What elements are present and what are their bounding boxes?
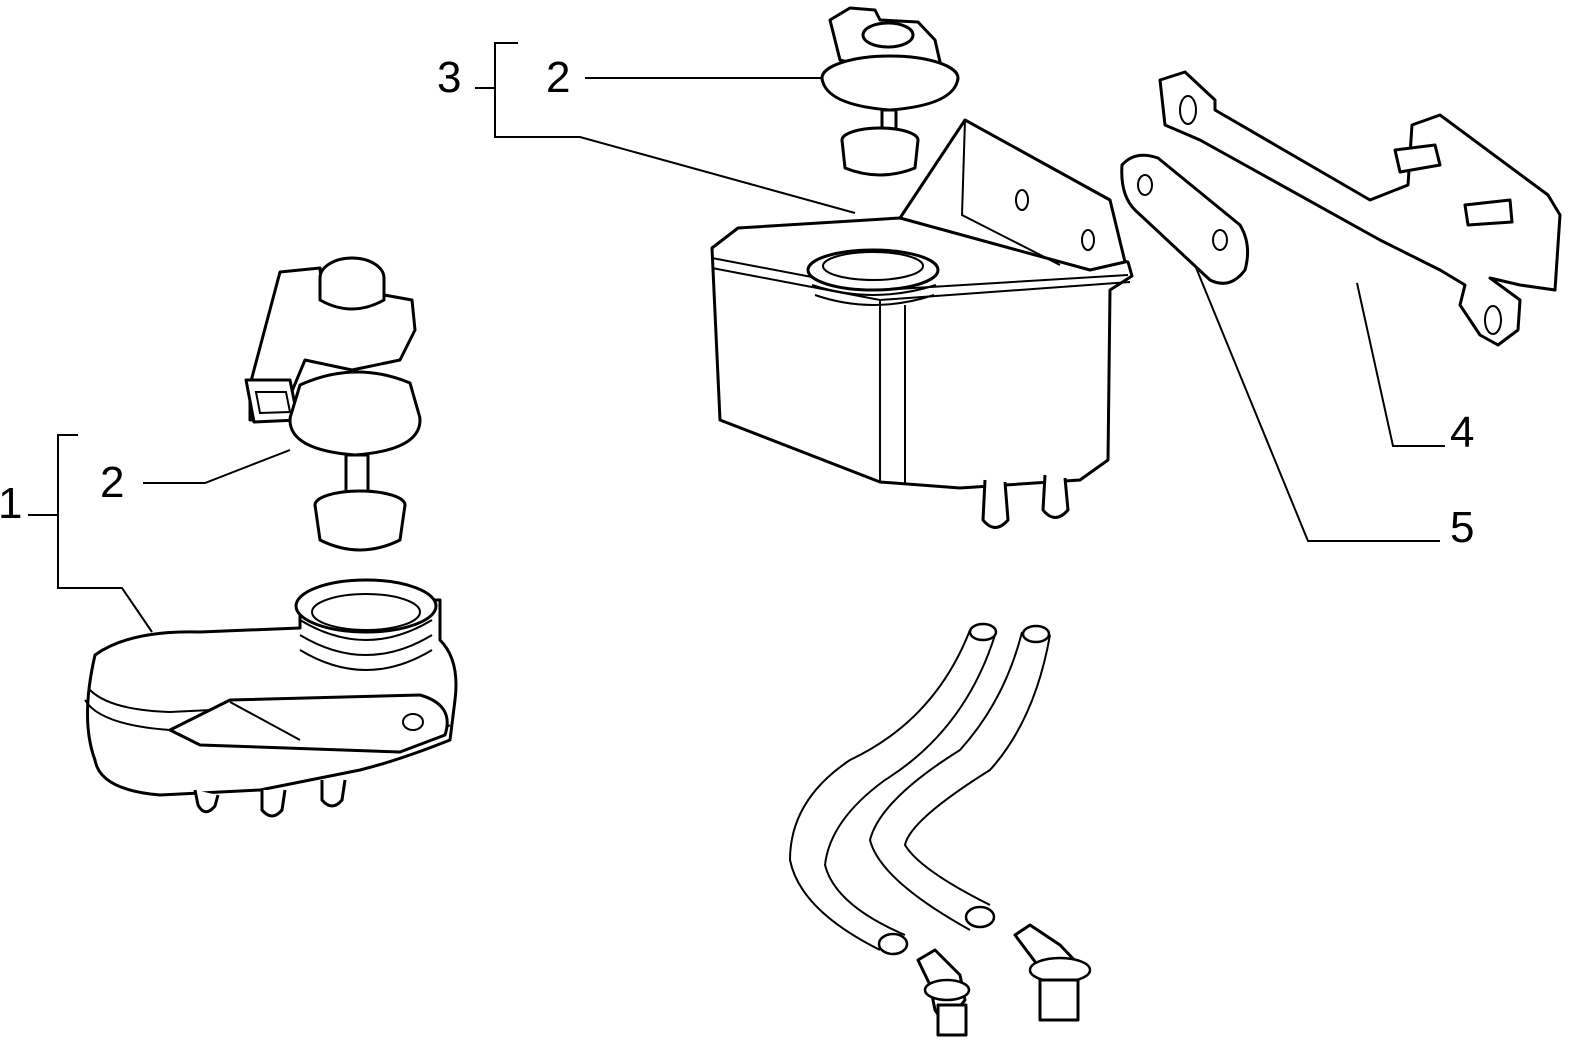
bracket-long-icon [1158, 70, 1562, 347]
callout-2b: 2 [546, 53, 570, 102]
cap-sensor-large-icon [820, 6, 960, 177]
bracket-short-icon [1120, 153, 1250, 285]
callout-4: 4 [1450, 408, 1474, 457]
leader-5 [1189, 252, 1440, 542]
leader-3 [475, 42, 856, 214]
reservoir-small-icon [84, 578, 458, 818]
leader-2a [143, 449, 291, 484]
reservoir-large-icon [710, 118, 1134, 529]
callout-5: 5 [1450, 503, 1474, 552]
callout-3: 3 [437, 53, 461, 102]
cap-sensor-small-icon [244, 256, 422, 552]
leader-1 [28, 434, 153, 633]
leader-4 [1356, 282, 1445, 447]
callout-2a: 2 [100, 458, 124, 507]
leader-lines [28, 42, 1445, 633]
hoses-icon [788, 622, 1092, 1037]
callout-1: 1 [0, 479, 22, 528]
